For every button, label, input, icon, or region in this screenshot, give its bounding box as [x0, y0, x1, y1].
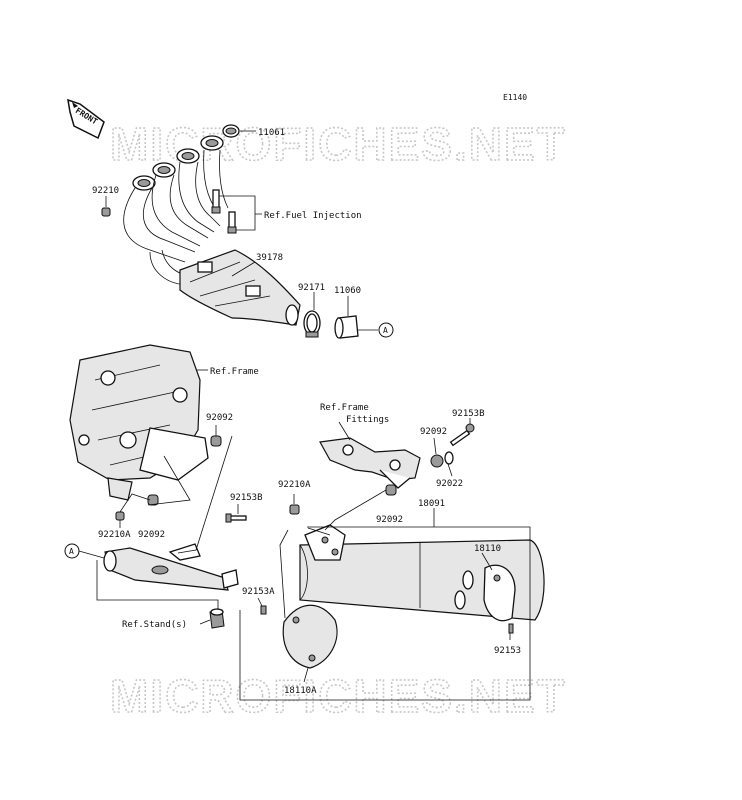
nut-92092-lower: [147, 494, 159, 506]
bolt-92153b-upper: [449, 423, 475, 447]
heat-guard-18110a: [282, 604, 338, 669]
label-92171: 92171: [298, 283, 325, 293]
nut-92210a-frame: [115, 511, 125, 521]
nut-92092-fitting: [430, 454, 444, 468]
label-92153b-lower: 92153B: [230, 493, 263, 503]
label-92022: 92022: [436, 479, 463, 489]
label-92092-lower: 92092: [138, 530, 165, 540]
label-ref-fuel-injection: Ref.Fuel Injection: [264, 211, 362, 221]
label-18091: 18091: [418, 499, 445, 509]
label-92210a-frame: 92210A: [98, 530, 131, 540]
label-ref-frame: Ref.Frame: [210, 367, 259, 377]
nut-92210: [101, 207, 111, 217]
label-ref-frame-fittings-2: Fittings: [346, 415, 389, 425]
nut-92092-mount: [385, 484, 397, 496]
rubber-damper: [209, 608, 225, 629]
label-ref-frame-fittings-1: Ref.Frame: [320, 403, 369, 413]
oxygen-sensors: [211, 189, 237, 234]
label-11060: 11060: [334, 286, 361, 296]
clamp-92171: [303, 310, 321, 338]
front-arrow-icon: FRONT: [67, 98, 105, 140]
nut-92092-frame: [210, 435, 222, 447]
label-92092-mount: 92092: [376, 515, 403, 525]
callout-a-lower-label: A: [69, 547, 74, 556]
frame-section: [69, 344, 209, 501]
callout-a-upper: [378, 322, 394, 338]
gasket-11060: [334, 315, 359, 339]
bolt-92153: [508, 623, 514, 634]
bolt-92153b-lower: [225, 513, 247, 523]
watermark-top: MICROFICHES.NET: [110, 118, 567, 170]
diagram-code: E1140: [503, 93, 527, 102]
label-92153: 92153: [494, 646, 521, 656]
label-92153b-upper: 92153B: [452, 409, 485, 419]
exhaust-header-pipes: [123, 135, 301, 326]
bolt-92153a: [260, 605, 267, 615]
label-ref-stand: Ref.Stand(s): [122, 620, 187, 630]
label-18110a: 18110A: [284, 686, 317, 696]
frame-fittings-bracket: [319, 437, 421, 489]
label-39178: 39178: [256, 253, 283, 263]
label-92210: 92210: [92, 186, 119, 196]
link-pipe: [103, 543, 239, 591]
label-11061: 11061: [258, 128, 285, 138]
callout-a-upper-label: A: [383, 326, 388, 335]
watermark-bottom: MICROFICHES.NET: [110, 670, 567, 722]
label-92092-frame: 92092: [206, 413, 233, 423]
washer-92022: [444, 451, 454, 465]
label-92153a: 92153A: [242, 587, 275, 597]
end-cap-18110: [483, 564, 516, 622]
label-92092-fitting: 92092: [420, 427, 447, 437]
label-18110: 18110: [474, 544, 501, 554]
muffler-18091: [299, 524, 545, 621]
label-92210a-pipe: 92210A: [278, 480, 311, 490]
nut-92210a-pipe: [289, 504, 300, 515]
